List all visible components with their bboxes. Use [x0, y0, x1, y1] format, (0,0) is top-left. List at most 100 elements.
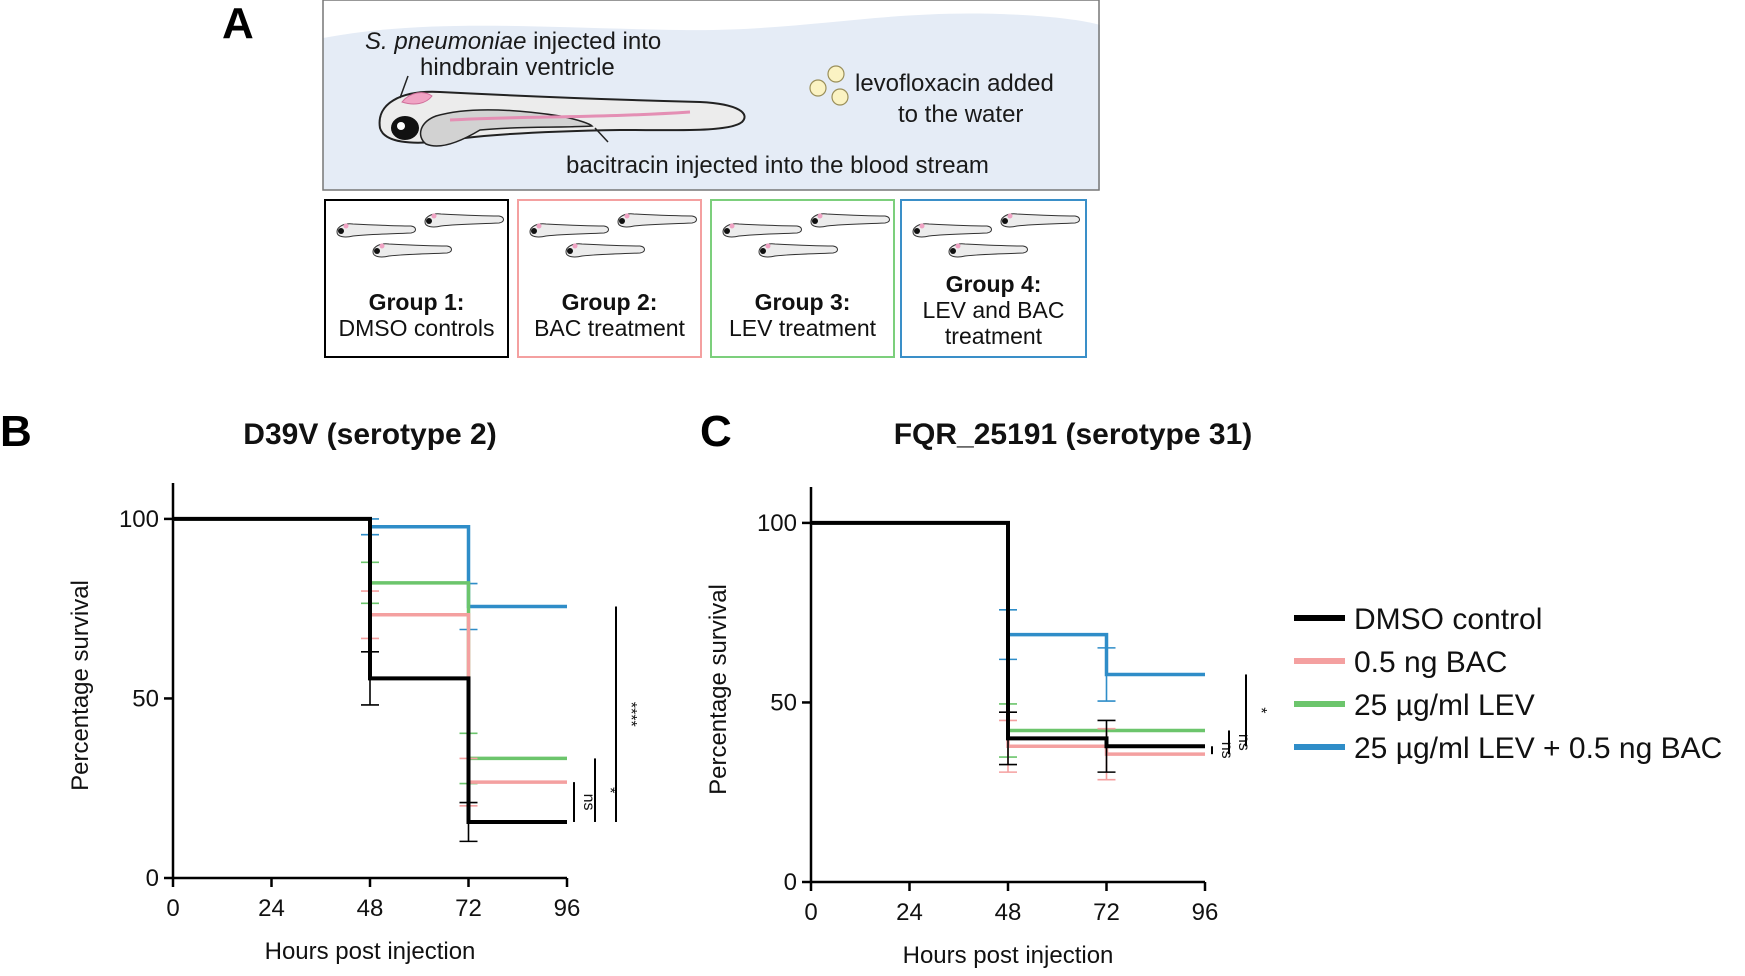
mini-larva-icon [912, 223, 992, 238]
water-area [323, 13, 1100, 190]
mini-larva-ventricle [379, 243, 385, 249]
x-tick-label: 48 [995, 899, 1022, 926]
y-axis-label: Percentage survival [67, 580, 94, 791]
mini-larva-eye [914, 228, 920, 234]
mini-larva-body [1000, 213, 1080, 228]
group-title: Group 2: [562, 289, 658, 315]
y-axis-label: Percentage survival [705, 584, 732, 795]
chart-b-title: D39V (serotype 2) [243, 418, 496, 451]
mini-larva-body [336, 223, 416, 238]
mini-larva-eye [374, 248, 380, 254]
x-tick-label: 24 [896, 899, 923, 926]
x-tick-label: 0 [166, 895, 179, 922]
significance-label: ns [580, 794, 597, 811]
blood-stream [449, 110, 691, 122]
legend-label: 25 µg/ml LEV + 0.5 ng BAC [1354, 732, 1722, 765]
species-name: S. pneumoniae [365, 28, 526, 55]
schematic-top: S. pneumoniae injected into hindbrain ve… [322, 0, 1100, 191]
legend-label: DMSO control [1354, 603, 1542, 636]
levofloxacin-text-line1: levofloxacin added [855, 70, 1054, 97]
mini-larva-ventricle [572, 243, 578, 249]
mini-larva-ventricle [431, 213, 437, 219]
group-description: BAC treatment [534, 315, 685, 341]
significance-label: * [1252, 707, 1269, 713]
mini-larva-ventricle [919, 223, 925, 229]
mini-larva-ventricle [343, 223, 349, 229]
mini-larva-icon [1000, 213, 1080, 228]
mini-larva-icon [336, 223, 416, 238]
series-DMSO control [173, 516, 567, 843]
group-description: treatment [945, 323, 1043, 349]
mini-larva-icon [722, 223, 802, 238]
group-description: DMSO controls [339, 315, 495, 341]
mini-larva-body [810, 213, 890, 228]
legend-item: 0.5 ng BAC [1294, 646, 1507, 679]
mini-larva-eye [760, 248, 766, 254]
group-box-1: Group 1:DMSO controls [324, 199, 509, 358]
error-bar [361, 650, 379, 706]
x-tick-label: 0 [804, 899, 817, 926]
x-tick-label: 24 [258, 895, 285, 922]
mini-larva-eye [724, 228, 730, 234]
x-tick-label: 96 [554, 895, 581, 922]
legend-item: 25 µg/ml LEV + 0.5 ng BAC [1294, 732, 1722, 765]
svg-text:S. pneumoniae injected into: S. pneumoniae injected into [365, 28, 661, 55]
series-DMSO control [811, 520, 1205, 773]
mini-larva-eye [426, 218, 432, 224]
mini-larva-eye [950, 248, 956, 254]
survival-line [811, 520, 1205, 749]
significance-brackets: ns***** [573, 606, 639, 822]
legend-label: 25 µg/ml LEV [1354, 689, 1535, 722]
zebrafish-larva [378, 90, 746, 147]
panel-c-letter: C [700, 407, 732, 456]
panel-a-letter: A [222, 0, 254, 48]
levofloxacin-pills-icon [809, 65, 849, 106]
mini-larva-icon [372, 243, 452, 258]
mini-larva-eye [567, 248, 573, 254]
mini-larva-eye [338, 228, 344, 234]
y-tick-label: 50 [770, 689, 797, 716]
mini-larva-body [948, 243, 1028, 258]
mini-larva-body [722, 223, 802, 238]
x-tick-label: 72 [455, 895, 482, 922]
x-axis-label: Hours post injection [903, 942, 1114, 969]
bacitracin-text: bacitracin injected into the blood strea… [566, 152, 989, 179]
y-tick-label: 0 [784, 869, 797, 896]
group-title: Group 1: [369, 289, 465, 315]
x-tick-label: 72 [1093, 899, 1120, 926]
group-box-3: Group 3:LEV treatment [710, 199, 895, 358]
mini-larva-eye [531, 228, 537, 234]
group-description: LEV and BAC [923, 297, 1065, 323]
mini-larva-body [912, 223, 992, 238]
injection-text: injected into [526, 28, 661, 55]
significance-label: **** [622, 702, 639, 727]
mini-larva-ventricle [817, 213, 823, 219]
levofloxacin-text-line2: to the water [898, 101, 1023, 128]
group-title: Group 3: [755, 289, 851, 315]
significance-label: ns [1218, 742, 1235, 759]
eye [391, 116, 419, 140]
x-axis-label: Hours post injection [265, 938, 476, 965]
mini-larva-icon [529, 223, 609, 238]
legend-item: 25 µg/ml LEV [1294, 689, 1535, 722]
x-tick-label: 96 [1192, 899, 1219, 926]
mini-larva-icon [810, 213, 890, 228]
mini-larva-ventricle [624, 213, 630, 219]
survival-line [173, 516, 567, 824]
panel-b-letter: B [0, 407, 32, 456]
mini-larva-ventricle [729, 223, 735, 229]
schematic-border [322, 0, 1100, 191]
error-bar [1097, 719, 1116, 773]
error-bar [999, 711, 1017, 766]
mini-larva-body [424, 213, 504, 228]
legend-label: 0.5 ng BAC [1354, 646, 1507, 679]
mini-larva-ventricle [955, 243, 961, 249]
group-title: Group 4: [946, 271, 1042, 297]
y-tick-label: 100 [119, 506, 159, 533]
mini-larva-eye [619, 218, 625, 224]
mini-larva-body [565, 243, 645, 258]
error-bar [1097, 647, 1116, 702]
